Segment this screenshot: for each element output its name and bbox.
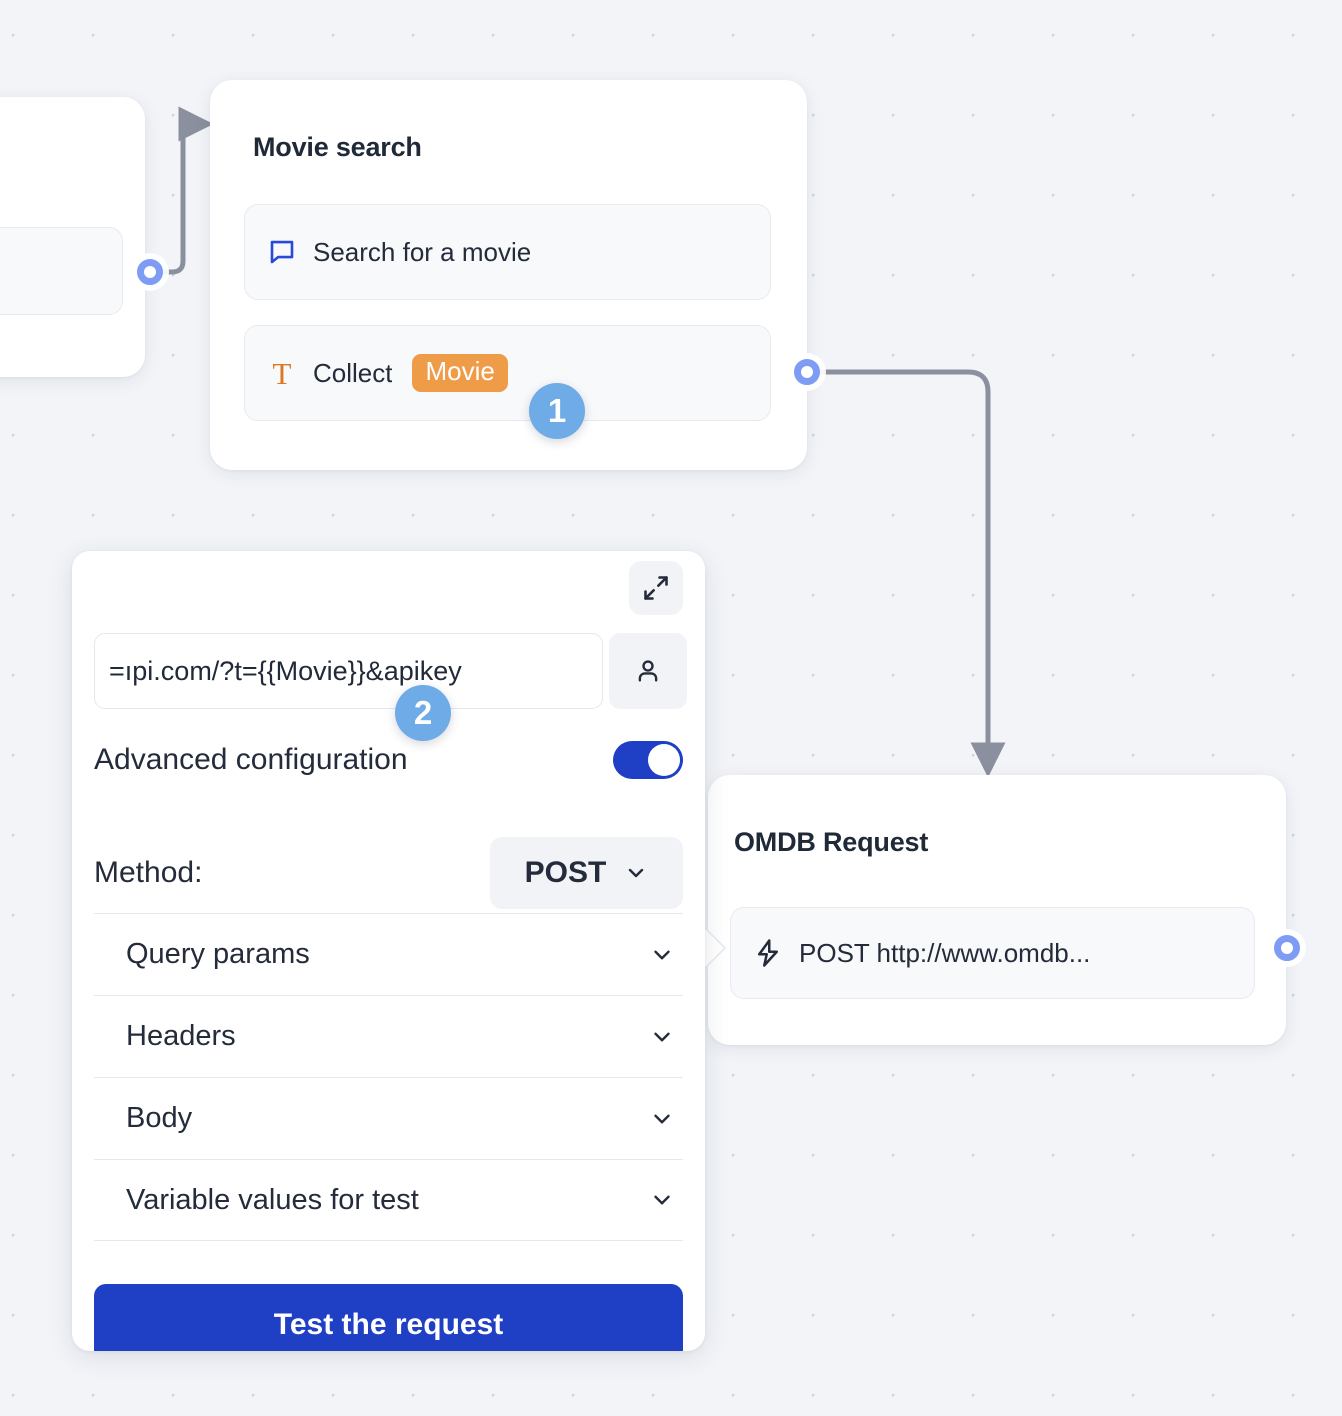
node-row-label: POST http://www.omdb... (799, 937, 1091, 968)
method-label: Method: (94, 856, 203, 889)
accordion-label: Headers (126, 1020, 236, 1052)
accordion-list: Query params Headers Body Variable value… (94, 913, 683, 1241)
method-select[interactable]: POST (490, 837, 683, 909)
variable-badge-movie[interactable]: Movie (412, 353, 508, 393)
chevron-down-icon (654, 1195, 670, 1205)
step-marker-1: 1 (529, 383, 585, 439)
connector-handle-omdb-output[interactable] (1274, 935, 1300, 961)
accordion-body[interactable]: Body (94, 1077, 683, 1159)
accordion-query-params[interactable]: Query params (94, 913, 683, 995)
accordion-headers[interactable]: Headers (94, 995, 683, 1077)
chevron-down-icon (629, 868, 644, 878)
accordion-label: Variable values for test (126, 1183, 419, 1216)
text-t-icon: T (272, 355, 292, 391)
expand-diagonal-icon (644, 576, 668, 600)
chevron-down-icon (654, 1032, 670, 1041)
test-button-label: Test the request (273, 1308, 504, 1341)
request-configuration-panel[interactable]: Advanced configuration Method: POST Quer… (72, 551, 705, 1351)
chevron-down-icon (654, 950, 670, 959)
method-row: Method: POST (94, 837, 683, 909)
node-row-search-for-a-movie[interactable]: Search for a movie (244, 204, 771, 300)
node-row-collect-movie[interactable]: T Collect Movie (244, 325, 771, 421)
chat-bubble-icon (270, 240, 294, 264)
node-omdb-request[interactable]: OMDB Request POST http://www.omdb... (708, 775, 1286, 1045)
node-row-post-request[interactable]: POST http://www.omdb... (730, 907, 1255, 999)
node-movie-search[interactable]: Movie search Search for a movie T Collec… (210, 80, 807, 470)
url-row[interactable] (94, 633, 687, 709)
step-marker-2: 2 (395, 685, 451, 741)
accordion-label: Body (126, 1102, 193, 1134)
node-row-label: Search for a movie (313, 236, 532, 267)
select-user-variable-button[interactable] (609, 633, 687, 709)
partial-node-card[interactable] (0, 97, 145, 377)
connector-handle-partial-output[interactable] (137, 259, 163, 285)
expand-panel-button[interactable] (629, 561, 683, 615)
connector-handle-movie-search-output[interactable] (794, 359, 820, 385)
lightning-bolt-icon (758, 939, 778, 967)
advanced-configuration-toggle[interactable] (613, 741, 683, 779)
toggle-knob (648, 744, 680, 776)
advanced-configuration-row[interactable]: Advanced configuration (94, 741, 683, 779)
test-the-request-button[interactable]: Test the request (94, 1284, 683, 1351)
method-value: POST (524, 856, 607, 889)
chevron-down-icon (654, 1114, 670, 1123)
request-url-input[interactable] (94, 633, 603, 709)
node-title-omdb-request: OMDB Request (734, 827, 929, 857)
accordion-label: Query params (126, 938, 310, 970)
advanced-configuration-label: Advanced configuration (94, 743, 408, 776)
panel-pointer-caret (703, 925, 729, 971)
node-row-label: Collect (313, 357, 393, 388)
node-title-movie-search: Movie search (253, 132, 422, 162)
accordion-variable-values-for-test[interactable]: Variable values for test (94, 1159, 683, 1241)
partial-node-row[interactable] (0, 227, 123, 315)
user-icon (638, 660, 658, 682)
